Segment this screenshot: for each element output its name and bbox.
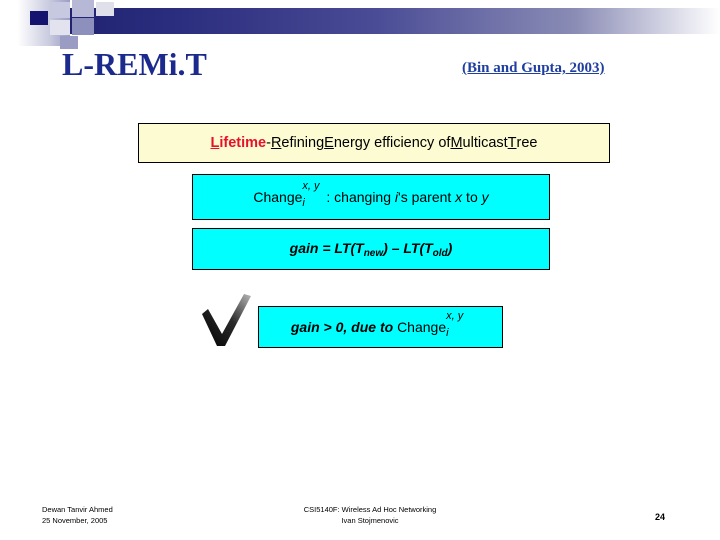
gain-lt-new: LT(T bbox=[334, 239, 364, 256]
banner-w4-rest: ulticast bbox=[462, 135, 508, 151]
checkmark-icon bbox=[198, 292, 260, 350]
gain-lt-old: LT(T bbox=[403, 239, 433, 256]
change-superscript: x, y bbox=[302, 180, 320, 192]
change-subscript-2: i bbox=[446, 327, 449, 339]
banner-w5-initial: T bbox=[507, 135, 517, 151]
change-operator-label-2: Change bbox=[397, 319, 447, 335]
banner-w3-initial: E bbox=[324, 135, 334, 151]
change-var-i: i bbox=[394, 189, 399, 205]
gain-formula-box: gain = LT(Tnew) – LT(Told) bbox=[192, 228, 550, 270]
deco-square-2 bbox=[50, 2, 70, 18]
banner-keyword: Lifetime bbox=[210, 135, 266, 151]
change-operator-label: Change bbox=[253, 189, 303, 205]
change-colon: : bbox=[326, 189, 331, 205]
footer-center: CSI5140F: Wireless Ad Hoc Networking Iva… bbox=[250, 504, 490, 526]
footer-course: CSI5140F: Wireless Ad Hoc Networking bbox=[303, 505, 437, 514]
gain-condition-text: gain > 0, due to bbox=[290, 319, 398, 335]
banner-w5-rest: ree bbox=[516, 135, 538, 151]
gain-label: gain bbox=[289, 239, 319, 256]
change-var-y: y bbox=[481, 189, 489, 205]
banner-w2-initial: R bbox=[270, 135, 282, 151]
footer-author: Dewan Tanvir Ahmed bbox=[42, 505, 113, 514]
banner-w2-rest: efining bbox=[281, 135, 325, 151]
banner-w4-initial: M bbox=[450, 135, 463, 151]
footer-left: Dewan Tanvir Ahmed 25 November, 2005 bbox=[42, 504, 113, 526]
deco-square-3 bbox=[50, 20, 70, 35]
change-superscript-2: x, y bbox=[446, 310, 464, 322]
header-gradient-bar bbox=[60, 8, 720, 34]
deco-square-1 bbox=[30, 11, 48, 25]
deco-square-4 bbox=[72, 0, 94, 17]
change-var-x: x bbox=[455, 189, 463, 205]
gain-sub-new: new bbox=[363, 247, 384, 259]
change-desc-a: changing bbox=[334, 189, 395, 205]
footer-instructor: Ivan Stojmenovic bbox=[341, 516, 399, 525]
banner-keyword-rest: ifetime bbox=[219, 135, 267, 151]
deco-square-7 bbox=[96, 2, 114, 16]
gain-sub-old: old bbox=[432, 247, 448, 259]
gain-close-old: ) bbox=[447, 239, 453, 256]
citation-reference: (Bin and Gupta, 2003) bbox=[462, 60, 605, 76]
gain-formula-expression: gain = LT(Tnew) – LT(Told) bbox=[290, 240, 453, 259]
banner-keyword-initial: L bbox=[210, 135, 220, 151]
banner-w3-rest: nergy efficiency of bbox=[333, 135, 451, 151]
footer-date: 25 November, 2005 bbox=[42, 516, 108, 525]
deco-square-5 bbox=[72, 18, 94, 35]
change-desc-c: to bbox=[462, 189, 482, 205]
deco-square-6 bbox=[60, 36, 78, 49]
change-desc-b: 's parent bbox=[398, 189, 456, 205]
page-title: L-REMi.T bbox=[62, 46, 207, 82]
gain-equals: = bbox=[318, 239, 335, 256]
change-subscript: i bbox=[302, 197, 305, 209]
gain-close-new: ) bbox=[383, 239, 388, 256]
banner-dash: - bbox=[266, 135, 271, 151]
header-decoration bbox=[0, 0, 720, 49]
gain-minus: – bbox=[387, 239, 404, 256]
footer-page-number: 24 bbox=[655, 512, 666, 522]
